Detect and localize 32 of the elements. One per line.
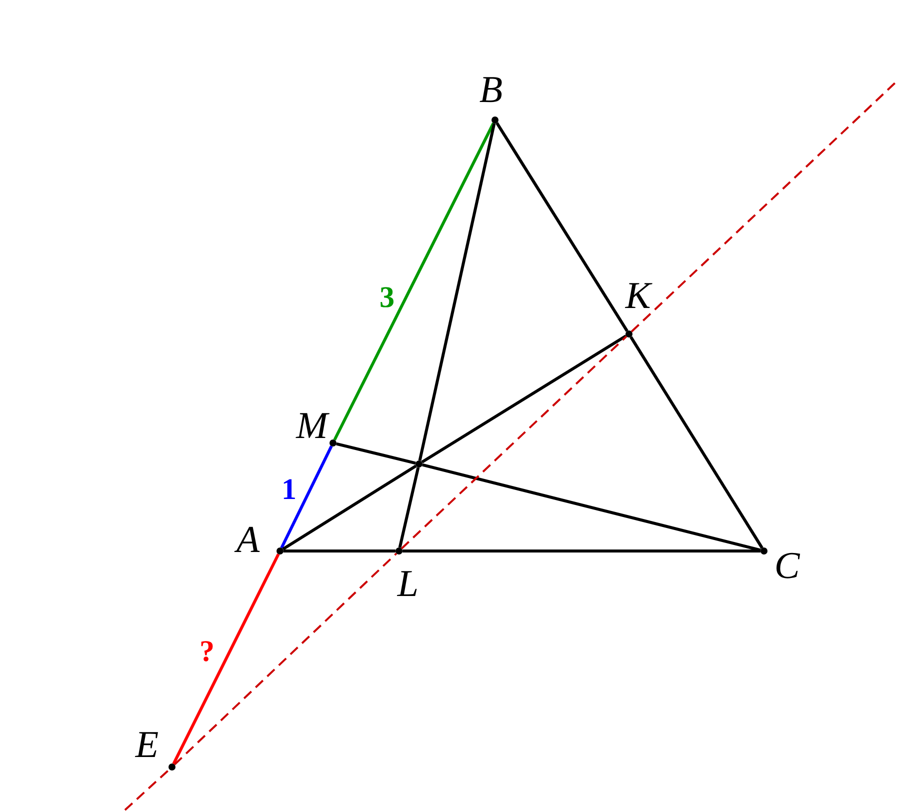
dashed-line [630,82,896,332]
point-label: K [625,277,651,315]
line-segment [496,122,628,332]
point-label: E [135,726,159,764]
point-dot [396,548,402,554]
point-dot [330,440,336,446]
dashed-line [174,552,398,766]
dashed-line [400,336,628,550]
line-segment [280,445,333,549]
point-dot [168,764,176,770]
point-label: B [479,71,503,109]
point-dot [626,330,632,338]
dashed-line [124,768,170,811]
line-segment [421,334,627,464]
point-dot [492,116,498,124]
point-dot [760,548,768,554]
line-segment [336,442,416,465]
line-segment [398,467,420,548]
line-segment [418,123,496,461]
line-segment [333,122,495,441]
line-segment [284,550,396,552]
point-label: M [296,407,328,445]
line-segment [282,464,417,550]
point-label: L [397,565,419,603]
point-label: A [236,521,260,559]
line-segment [402,550,760,552]
line-segment [422,463,761,552]
point-label: C [774,547,800,585]
point-dot [416,460,422,468]
line-segment [172,553,280,765]
point-dot [276,548,284,554]
line-segment [630,336,764,549]
